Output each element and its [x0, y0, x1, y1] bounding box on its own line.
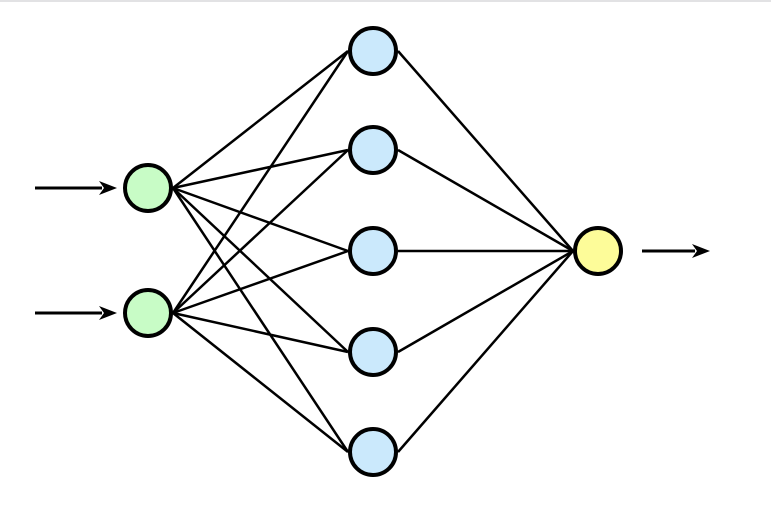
edge-in1-h5 — [171, 187, 350, 453]
top-border-line — [0, 0, 771, 2]
edge-h5-out1 — [397, 250, 574, 453]
output-arrow — [642, 244, 710, 258]
hidden-node-h5 — [348, 427, 398, 477]
edge-in1-h2 — [172, 148, 349, 190]
input-node-in2 — [123, 288, 173, 338]
edge-in1-h3 — [172, 186, 349, 253]
input-arrow-1 — [35, 181, 117, 195]
edge-in2-h1 — [171, 50, 350, 314]
input-arrow-2 — [35, 306, 117, 320]
input-arrow-2-head-icon — [99, 306, 117, 320]
hidden-node-h1 — [348, 26, 398, 76]
output-node-out1 — [573, 226, 623, 276]
output-arrow-head-icon — [692, 244, 710, 258]
input-arrow-1-head-icon — [99, 181, 117, 195]
edge-in2-h5 — [172, 312, 349, 453]
edge-in1-h4 — [172, 187, 349, 353]
hidden-node-h2 — [348, 125, 398, 175]
hidden-node-h4 — [348, 327, 398, 377]
edge-h2-out1 — [397, 148, 574, 253]
edge-in2-h3 — [172, 249, 349, 315]
edge-in1-h1 — [172, 50, 349, 189]
edge-in2-h4 — [172, 311, 349, 354]
input-node-in1 — [123, 163, 173, 213]
edge-h1-out1 — [397, 50, 574, 252]
hidden-node-h3 — [348, 226, 398, 276]
edge-in2-h2 — [172, 149, 349, 314]
edge-h4-out1 — [397, 249, 574, 354]
